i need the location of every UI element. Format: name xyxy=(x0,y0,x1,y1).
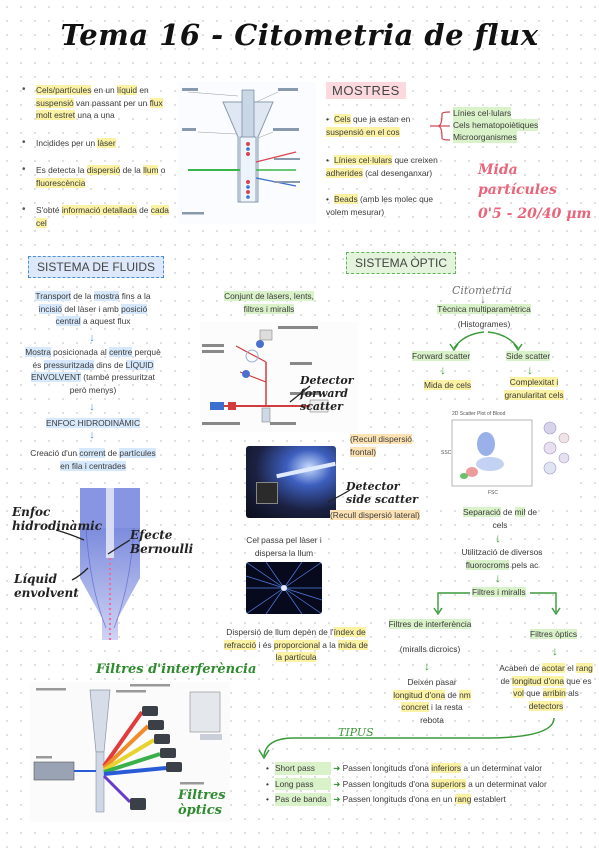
fig-label-ssc-sub: (Recull dispersió lateral) xyxy=(330,510,420,520)
ssc-result: Complexitat i granularitat cels xyxy=(504,377,564,400)
optic-schematic-figure xyxy=(200,322,358,432)
arrow-down-icon: ↓ xyxy=(89,429,95,441)
optic-cel: Cel passa pel làser i dispersa la llum xyxy=(246,535,322,558)
intro-item: Es detecta la dispersió de la llum o flu… xyxy=(22,164,172,189)
filtre-optic-title: Filtres òptics xyxy=(530,629,578,639)
filtre-interferencia-title: Filtres de interferència xyxy=(388,619,472,629)
type-row: •Long pass ➜ Passen longituds d'ona supe… xyxy=(266,777,547,790)
types-list: •Short pass ➜ Passen longituds d'ona inf… xyxy=(266,762,586,806)
mostres-item-3: •Beads (amb les molec que volem mesurar) xyxy=(326,194,434,217)
filtre-interferencia-desc: Deixen pasar longitud d'ona de nm concre… xyxy=(393,677,471,725)
filtre-optic-desc: Acaben de acotar el rang de longitud d'o… xyxy=(499,663,593,711)
fig-pointer-arrows xyxy=(55,529,131,581)
arrow-right-icon: ➜ xyxy=(333,778,341,789)
fsc-pointer xyxy=(289,385,311,403)
filtre-interferencia-sub: (miralls dicroics) xyxy=(399,644,461,654)
plot-y-label: SSC xyxy=(441,450,452,456)
arrow-down-icon: ↓ xyxy=(424,659,430,673)
ssc-label: Side scatter xyxy=(506,351,551,361)
flow-cell-figure xyxy=(178,82,316,224)
citometria-tecnica: Tècnica multiparamètrica xyxy=(437,304,531,314)
arrow-right-icon: ➜ xyxy=(333,794,341,804)
plot-x-label: FSC xyxy=(488,490,498,496)
split-arrows xyxy=(449,331,523,352)
fluoro-filtres: Filtres i miralls xyxy=(472,587,526,597)
mostres-item-1: •Cels que ja estan en suspensió en el co… xyxy=(326,114,411,137)
intro-item: Cels/partícules en un líquid en suspensi… xyxy=(22,84,172,122)
light-scatter-photo xyxy=(246,562,322,614)
filtres-split-arrows xyxy=(433,592,561,616)
fig-label-bernoulli: Efecte Bernoulli xyxy=(130,528,194,556)
fig-label-filtres-interferencia: Filtres d'interferència xyxy=(96,662,257,677)
fluids-p1: Transport de la mostra fins a la incisió… xyxy=(35,291,151,326)
intro-item: S'obté informació detallada de cada cel xyxy=(22,204,172,229)
arrow-down-icon: ↓ xyxy=(89,401,95,413)
fluids-heading: SISTEMA DE FLUIDS xyxy=(28,256,165,278)
fig-label-liquid: Líquid envolvent xyxy=(14,572,79,600)
mostres-brace xyxy=(430,111,451,141)
citometria-label: Citometria xyxy=(452,284,512,297)
fig-label-ssc: Detector side scatter xyxy=(346,480,418,506)
page-title: Tema 16 - Citometria de flux xyxy=(60,18,539,52)
mida-particules-note: Mida partícules 0'5 - 20/40 μm xyxy=(478,162,592,222)
fig-label-filtres-optics: Filtres òptics xyxy=(178,788,226,818)
arrow-down-icon: ↓ xyxy=(440,363,446,377)
scatter-plot-figure: 2D Scatter Plot of Blood FSC SSC xyxy=(438,406,576,498)
cytometer-figure xyxy=(30,682,230,822)
fsc-label: Forward scatter xyxy=(412,351,471,361)
citometria-histo: (Histogrames) xyxy=(457,319,511,329)
optic-heading: SISTEMA ÒPTIC xyxy=(346,252,457,274)
arrow-down-icon: ↓ xyxy=(480,292,486,306)
fluids-p3: ENFOC HIDRODINÀMIC xyxy=(46,418,140,428)
mostres-branches: Línies cel·lulars Cels hematopoiètiques … xyxy=(453,107,539,143)
tipus-curve-arrow xyxy=(258,717,555,760)
optic-lasers: Conjunt de làsers, lents, filtres i mira… xyxy=(224,291,314,314)
fluoro-sep: Separació de mil de cels xyxy=(462,507,538,530)
side-scatter-photo xyxy=(246,446,336,518)
fig-label-fsc-sub: (Recull dispersió frontal) xyxy=(350,434,412,457)
mostres-item-2: •Línies cel·lulars que creixen adherides… xyxy=(326,155,438,178)
fsc-result: Mida de cels xyxy=(424,380,472,390)
type-row: •Pas de banda ➜ Passen longituds d'ona e… xyxy=(266,793,506,806)
mostres-heading: MOSTRES xyxy=(326,82,406,100)
fig-label-fsc: Detector forward scatter xyxy=(300,374,354,413)
fluids-p4: Creació d'un corrent de partícules en fi… xyxy=(30,448,156,471)
arrow-right-icon: ➜ xyxy=(333,763,341,773)
fluoro-util: Utilització de diversos fluorocroms pels… xyxy=(461,547,543,570)
tipus-label: TIPUS xyxy=(338,726,374,739)
fig-label-enfoc: Enfoc hidrodinàmic xyxy=(12,505,103,533)
arrow-down-icon: ↓ xyxy=(89,332,95,344)
arrow-down-icon: ↓ xyxy=(552,644,558,658)
intro-list: Cels/partícules en un líquid en suspensi… xyxy=(22,84,172,244)
optic-dispersio: Dispersió de llum depèn de l'índex de re… xyxy=(224,627,368,662)
ssc-pointer xyxy=(327,489,351,503)
intro-item: Incidides per un làser xyxy=(22,137,172,150)
hydrodynamic-focus-figure xyxy=(80,488,140,640)
arrow-down-icon: ↓ xyxy=(527,363,533,377)
arrow-down-icon: ↓ xyxy=(495,571,501,585)
fluids-p2: Mostra posicionada al centre perquè és p… xyxy=(25,347,161,395)
plot-title: 2D Scatter Plot of Blood xyxy=(452,411,506,417)
type-row: •Short pass ➜ Passen longituds d'ona inf… xyxy=(266,762,543,775)
arrow-down-icon: ↓ xyxy=(495,531,501,545)
